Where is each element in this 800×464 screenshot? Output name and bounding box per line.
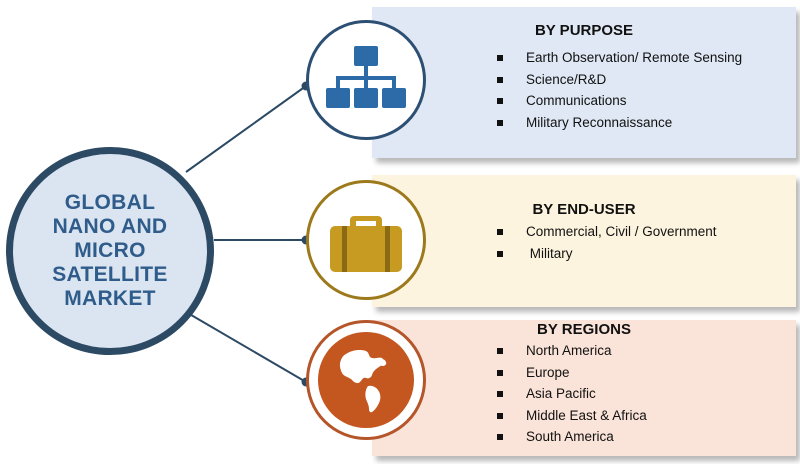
connector-purpose: [185, 85, 307, 173]
globe-icon: [339, 350, 387, 413]
list-item: Europe: [497, 362, 647, 384]
hub-title: GLOBAL NANO AND MICRO SATELLITE MARKET: [52, 191, 168, 310]
list-item: Communications: [497, 90, 742, 112]
end-user-list: Commercial, Civil / Government Military: [497, 221, 717, 264]
purpose-icon-ring: [306, 20, 426, 140]
panel-by-purpose: BY PURPOSE Earth Observation/ Remote Sen…: [372, 7, 796, 158]
list-item: Military: [497, 243, 717, 265]
market-hub-circle: GLOBAL NANO AND MICRO SATELLITE MARKET: [6, 147, 214, 355]
panel-by-end-user: BY END-USER Commercial, Civil / Governme…: [372, 175, 796, 307]
purpose-list: Earth Observation/ Remote Sensing Scienc…: [497, 47, 742, 133]
regions-icon-ring: [306, 320, 426, 440]
list-item: North America: [497, 340, 647, 362]
list-item: Science/R&D: [497, 69, 742, 91]
panel-heading-purpose: BY PURPOSE: [534, 22, 634, 39]
panel-by-regions: BY REGIONS North America Europe Asia Pac…: [372, 320, 796, 456]
list-item: Middle East & Africa: [497, 405, 647, 427]
list-item: Earth Observation/ Remote Sensing: [497, 47, 742, 69]
globe-disc: [318, 332, 414, 428]
list-item: Military Reconnaissance: [497, 112, 742, 134]
hierarchy-icon: [326, 46, 406, 108]
list-item: Asia Pacific: [497, 383, 647, 405]
end-user-icon-ring: [306, 180, 426, 300]
list-item: South America: [497, 426, 647, 448]
list-item: Commercial, Civil / Government: [497, 221, 717, 243]
panel-heading-end-user: BY END-USER: [532, 201, 636, 218]
regions-list: North America Europe Asia Pacific Middle…: [497, 340, 647, 448]
connector-regions: [185, 311, 307, 383]
panel-heading-regions: BY REGIONS: [537, 321, 631, 338]
briefcase-icon: [330, 216, 402, 272]
